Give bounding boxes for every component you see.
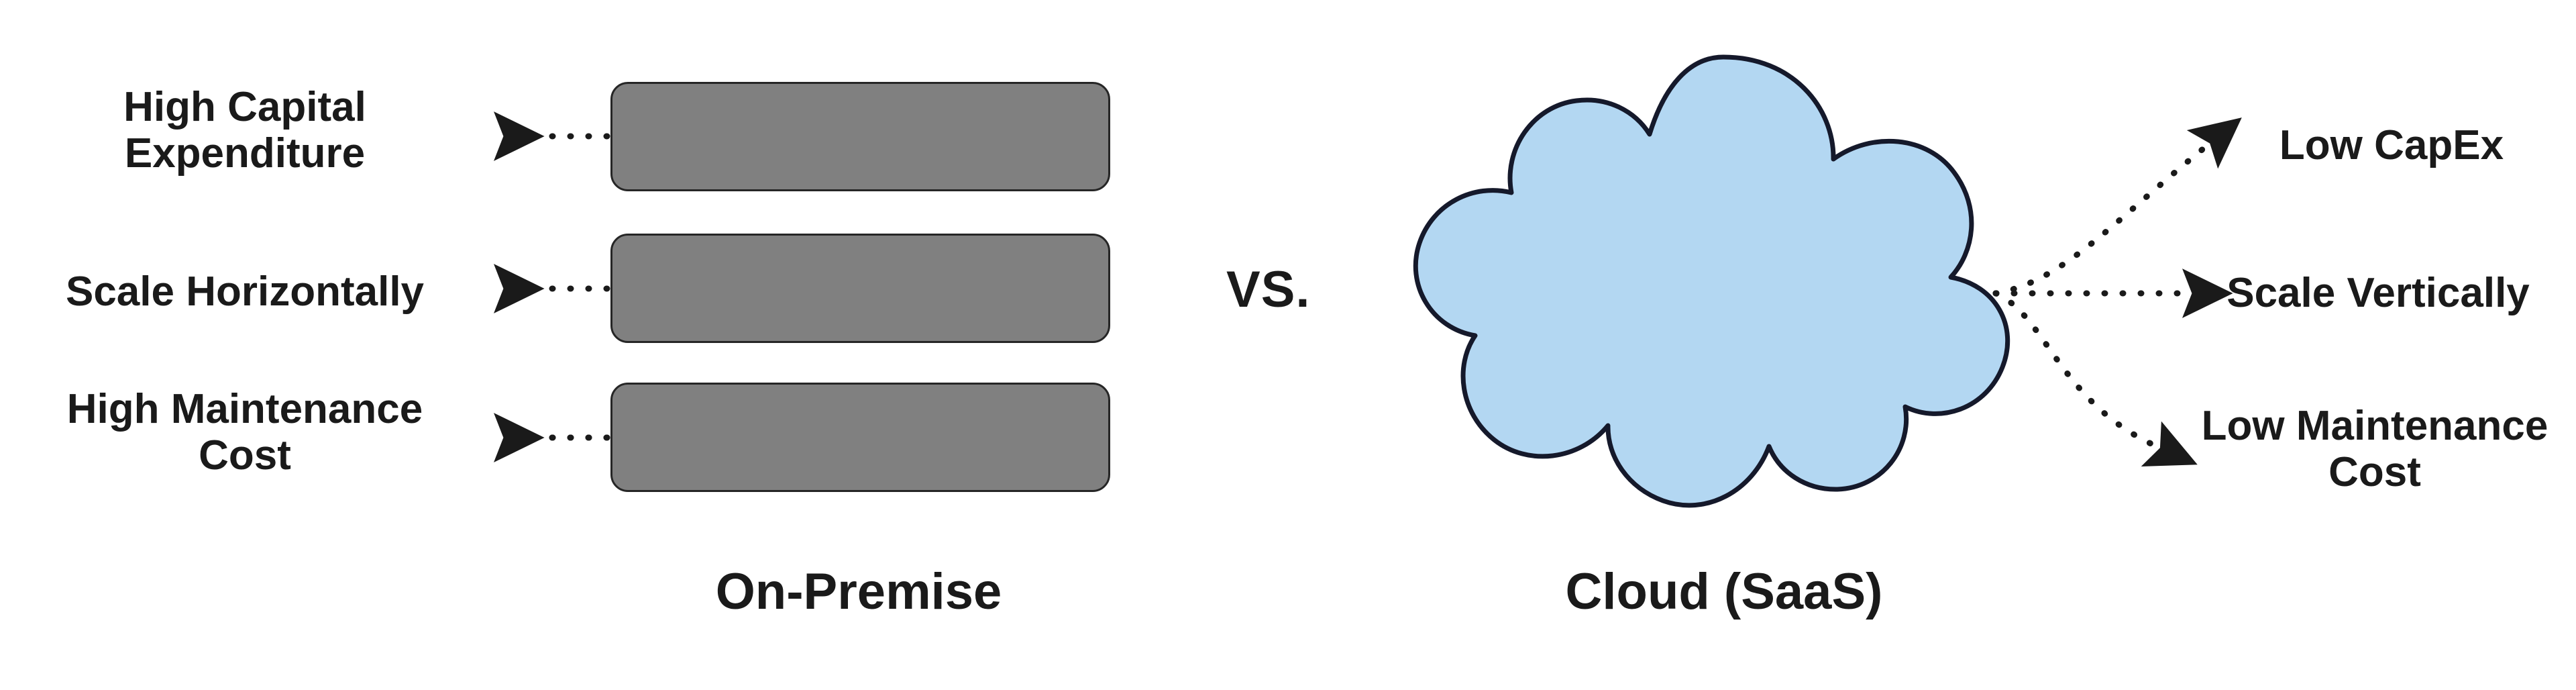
on-premise-title: On-Premise: [715, 563, 1002, 620]
on-premise-server-box-1[interactable]: [610, 82, 1110, 191]
cloud-shape[interactable]: [1413, 54, 2010, 508]
cloud-arrow-3: [1992, 290, 2198, 466]
on-premise-attribute-label-1: High Capital Expenditure: [123, 84, 366, 177]
on-premise-attribute-label-3: High Maintenance Cost: [66, 386, 423, 479]
cloud-attribute-label-1: Low CapEx: [2279, 122, 2504, 168]
on-premise-server-box-3[interactable]: [610, 383, 1110, 492]
on-premise-attribute-label-2: Scale Horizontally: [65, 268, 425, 315]
cloud-attribute-label-2: Scale Vertically: [2226, 270, 2530, 316]
cloud-arrow-1: [1992, 117, 2242, 297]
versus-label: VS.: [1226, 261, 1311, 318]
on-premise-server-box-2[interactable]: [610, 234, 1110, 343]
cloud-attribute-label-3: Low Maintenance Cost: [2201, 403, 2548, 496]
cloud-title: Cloud (SaaS): [1565, 563, 1883, 620]
